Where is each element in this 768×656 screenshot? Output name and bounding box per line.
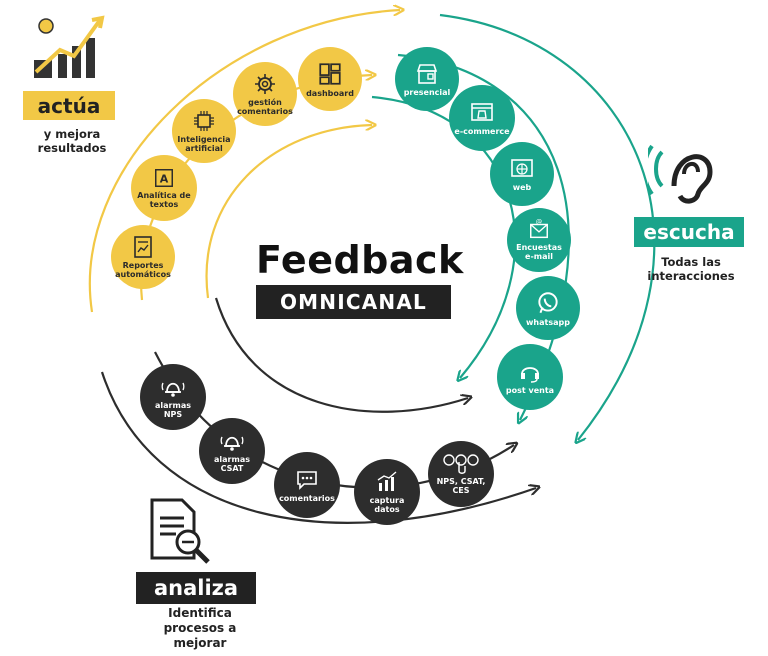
escucha-item-presencial: presencial xyxy=(395,47,459,111)
diagram-title: Feedback xyxy=(256,238,464,282)
escucha-stage-label: escucha xyxy=(634,217,744,247)
analiza-stage-label: analiza xyxy=(136,572,256,604)
actua-outer-arc xyxy=(88,10,400,313)
analiza-outer-arc xyxy=(100,371,536,524)
actua-item-gestion: gestión comentarios xyxy=(233,62,297,126)
svg-text:A: A xyxy=(160,173,169,186)
escucha-stage-description: Todas las interacciones xyxy=(647,255,735,283)
analiza-item-label: captura datos xyxy=(369,496,405,514)
alarm-icon xyxy=(161,382,185,397)
escucha-middle-arc xyxy=(397,53,570,420)
diagram-subtitle-badge: OMNICANAL xyxy=(256,285,451,319)
chat-icon xyxy=(297,470,317,490)
email-icon: @ xyxy=(530,219,548,239)
escucha-outer-arc xyxy=(439,13,656,440)
analiza-stage-description: Identifica procesos a mejorar xyxy=(163,606,237,650)
analiza-item-alarmas-nps: alarmas NPS xyxy=(140,364,206,430)
escucha-item-postventa: post venta xyxy=(497,344,563,410)
ear-icon xyxy=(648,144,713,204)
actua-item-label: Analítica de textos xyxy=(137,191,191,209)
bar-chart-icon xyxy=(377,471,397,491)
whatsapp-icon xyxy=(538,291,558,313)
escucha-item-whatsapp: whatsapp xyxy=(516,276,580,340)
actua-item-dashboard: dashboard xyxy=(298,47,362,111)
analiza-item-label: alarmas NPS xyxy=(155,401,191,419)
alarm-icon xyxy=(220,436,244,451)
analiza-item-label: alarmas CSAT xyxy=(214,455,250,473)
escucha-item-label: whatsapp xyxy=(526,317,570,327)
analiza-item-label: NPS, CSAT, CES xyxy=(436,477,486,495)
escucha-item-ecommerce: e-commerce xyxy=(449,85,515,151)
actua-item-inteligencia: Inteligencia artificial xyxy=(172,99,236,163)
analiza-inner-arc xyxy=(214,297,468,413)
touch-icon xyxy=(443,454,479,474)
actua-stage-description: y mejora resultados xyxy=(37,127,107,155)
escucha-item-label: Encuestas e-mail xyxy=(516,243,562,261)
svg-text:@: @ xyxy=(536,219,542,226)
escucha-item-label: web xyxy=(512,182,532,192)
gear-icon xyxy=(255,74,275,94)
shopping-bag-icon xyxy=(471,102,493,121)
dashboard-icon xyxy=(319,62,341,85)
analiza-item-alarmas-csat: alarmas CSAT xyxy=(199,418,265,484)
escucha-item-web: web xyxy=(490,142,554,206)
escucha-item-label: post venta xyxy=(505,385,555,395)
actua-item-reportes: Reportes automáticos xyxy=(111,225,175,289)
actua-item-label: gestión comentarios xyxy=(237,98,293,116)
escucha-item-label: e-commerce xyxy=(454,126,510,136)
actua-item-label: Inteligencia artificial xyxy=(177,135,231,153)
actua-inner-arc xyxy=(205,125,372,299)
store-icon xyxy=(416,63,438,84)
document-search-icon xyxy=(150,498,210,564)
globe-icon xyxy=(511,158,533,177)
escucha-item-label: presencial xyxy=(403,87,451,97)
analiza-item-label: comentarios xyxy=(279,493,335,503)
growth-chart-icon xyxy=(34,15,105,78)
text-analytics-icon: A xyxy=(155,169,173,187)
actua-item-analitica: A Analítica de textos xyxy=(131,155,197,221)
analiza-item-nps-csat-ces: NPS, CSAT, CES xyxy=(428,441,494,507)
analiza-item-comentarios: comentarios xyxy=(274,452,340,518)
actua-item-label: Reportes automáticos xyxy=(115,261,171,279)
analiza-item-captura: captura datos xyxy=(354,459,420,525)
escucha-item-encuestas: @ Encuestas e-mail xyxy=(507,208,571,272)
headset-icon xyxy=(521,366,539,383)
report-icon xyxy=(134,236,152,258)
chip-icon xyxy=(194,111,214,131)
actua-stage-label: actúa xyxy=(23,91,115,120)
actua-item-label: dashboard xyxy=(306,88,354,98)
